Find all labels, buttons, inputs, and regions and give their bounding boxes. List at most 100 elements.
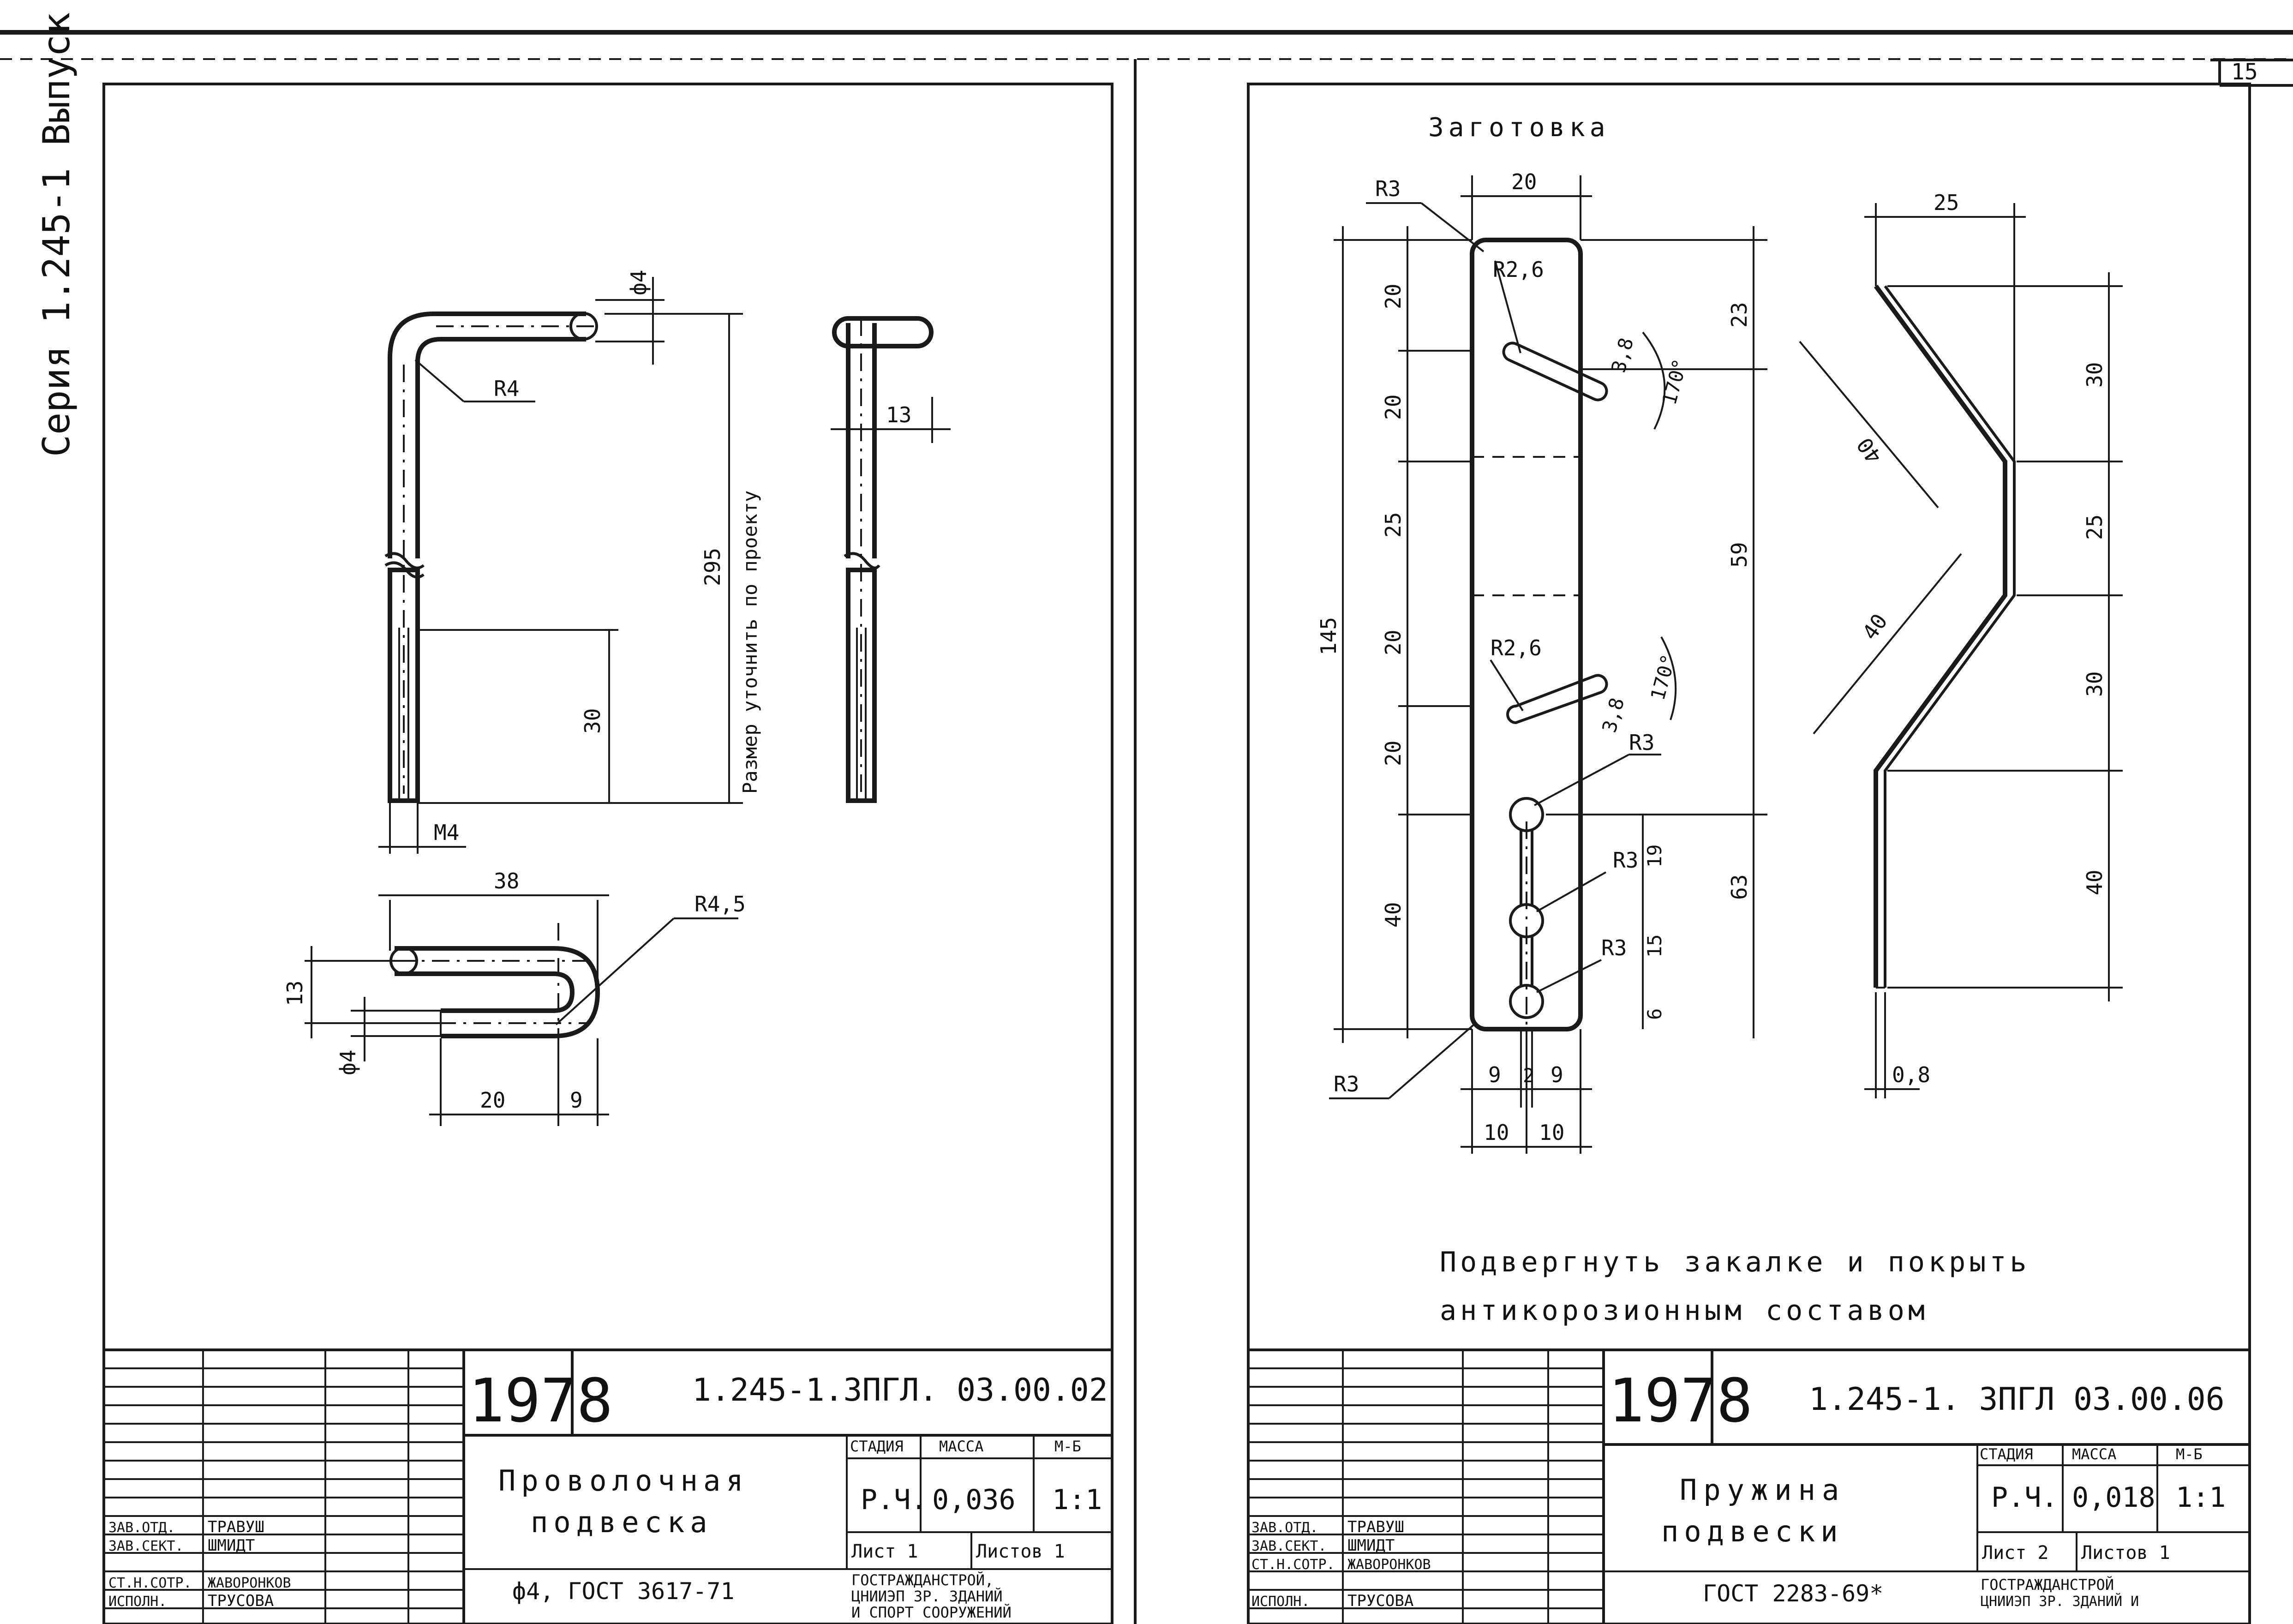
blank-h6: 6 (1643, 1008, 1666, 1020)
blank-h23: 23 (1727, 302, 1752, 328)
left-mass: 0,036 (932, 1484, 1016, 1516)
blank-dim-145: 145 (1316, 617, 1341, 655)
right-col-stage: СТАДИЯ (1980, 1445, 2033, 1463)
blank-r3-a: R3 (1629, 730, 1654, 755)
hanger-front-view (384, 312, 600, 803)
right-sheet: Заготовка 20 R3 R2,6 (1247, 83, 2251, 1624)
blank-s20c: 20 (1381, 630, 1406, 655)
left-role-1: ЗАВ.СЕКТ. (108, 1538, 184, 1554)
dim-h13: 13 (282, 981, 307, 1006)
dim-295: 295 (700, 548, 725, 586)
blank-b10a: 10 (1484, 1120, 1509, 1145)
dim-d4-top: ф4 (626, 270, 651, 295)
blank-s20a: 20 (1381, 284, 1406, 309)
left-stage: Р.Ч. (861, 1484, 928, 1516)
spring-profile-dims: 25 30 25 30 40 40 40 0,8 (1799, 190, 2123, 1098)
blank-r26-mid: R2,6 (1491, 635, 1542, 660)
blank-title: Заготовка (1428, 113, 1610, 143)
right-sheets-total: Листов 1 (2081, 1542, 2170, 1564)
blank-h15: 15 (1643, 934, 1666, 958)
left-sheet-no: Лист 1 (851, 1541, 918, 1562)
left-sheets-total: Листов 1 (976, 1541, 1065, 1562)
blank-r3-bot: R3 (1334, 1072, 1359, 1097)
right-col-scale: М-Б (2176, 1445, 2203, 1463)
blank-h19: 19 (1643, 844, 1666, 868)
blank-h59: 59 (1727, 542, 1752, 568)
dim-m4: M4 (434, 820, 459, 845)
right-stamp-year: 1978 (1608, 1366, 1753, 1436)
left-scale: 1:1 (1052, 1484, 1102, 1516)
left-title-block: ЗАВ.ОТД. ЗАВ.СЕКТ. СТ.Н.СОТР. ИСПОЛН. ТР… (104, 1348, 1112, 1624)
blank-b9b: 9 (1551, 1062, 1563, 1087)
dim-w20: 20 (480, 1088, 505, 1113)
right-material: ГОСТ 2283-69* (1703, 1580, 1883, 1607)
right-name-1: ШМИДТ (1347, 1536, 1395, 1555)
sheet-border (0, 30, 2293, 1624)
left-org-1: ГОСТРАЖДАНСТРОЙ, (851, 1571, 994, 1589)
right-name-2: ЖАВОРОНКОВ (1347, 1557, 1431, 1573)
blank-b10b: 10 (1539, 1120, 1564, 1145)
left-col-scale: М-Б (1054, 1438, 1081, 1455)
dim-w13: 13 (886, 402, 911, 427)
profile-v25: 25 (2082, 515, 2107, 540)
blank-s20d: 20 (1381, 741, 1406, 766)
profile-w25: 25 (1934, 190, 1959, 215)
size-note: Размер уточнить по проекту (739, 491, 761, 794)
right-name-3: ТРУСОВА (1347, 1592, 1413, 1610)
right-frame (1247, 83, 2251, 1624)
right-scale: 1:1 (2176, 1481, 2226, 1514)
right-role-1: ЗАВ.СЕКТ. (1251, 1538, 1327, 1554)
hanger-plan-view (389, 923, 600, 1061)
left-name-0: ТРАВУШ (208, 1518, 264, 1536)
dim-w38: 38 (494, 869, 519, 893)
blank-r26-top: R2,6 (1493, 257, 1544, 282)
blank-r3-b: R3 (1613, 848, 1638, 873)
right-col-mass: МАССА (2072, 1445, 2116, 1463)
right-sheet-no: Лист 2 (1982, 1542, 2049, 1564)
profile-v30b: 30 (2082, 671, 2107, 697)
left-col-mass: МАССА (939, 1438, 983, 1455)
left-stamp-code: 1.245-1.3ПГЛ. 03.00.02 (692, 1372, 1108, 1408)
right-role-2: СТ.Н.СОТР. (1251, 1557, 1335, 1573)
profile-d40a: 40 (1852, 433, 1887, 468)
blank-h63: 63 (1727, 875, 1752, 900)
hanger-plan-dims: 38 R4,5 13 ф4 20 9 (282, 869, 746, 1126)
blank-s25: 25 (1381, 512, 1406, 538)
right-org-2: ЦНИИЭП ЗР. ЗДАНИЙ И (1981, 1593, 2139, 1610)
left-col-stage: СТАДИЯ (850, 1438, 904, 1455)
left-sheet: ф4 R4 295 Размер уточнить по проекту 30 … (102, 83, 1114, 1624)
right-title-block: ЗАВ.ОТД. ЗАВ.СЕКТ. СТ.Н.СОТР. ИСПОЛН. ТР… (1248, 1348, 2250, 1624)
dim-d4-bot: ф4 (335, 1050, 360, 1075)
treatment-note-1: Подвергнуть закалке и покрыть (1440, 1246, 2030, 1278)
right-role-3: ИСПОЛН. (1251, 1594, 1310, 1610)
right-stamp-code: 1.245-1. 3ПГЛ 03.00.06 (1809, 1381, 2225, 1418)
left-role-0: ЗАВ.ОТД. (108, 1520, 175, 1536)
profile-d40b: 40 (1857, 609, 1892, 644)
left-stamp-year: 1978 (468, 1366, 613, 1436)
page-number: 15 (2231, 59, 2258, 85)
blank-w38b: 3,8 (1598, 695, 1628, 735)
hanger-front-dims: ф4 R4 295 Размер уточнить по проекту 30 … (378, 270, 761, 854)
right-role-0: ЗАВ.ОТД. (1251, 1520, 1318, 1536)
blank-r3-c: R3 (1601, 935, 1627, 960)
right-part-name-2: подвески (1661, 1515, 1844, 1548)
left-name-1: ШМИДТ (208, 1536, 255, 1555)
blank-r3-top: R3 (1375, 176, 1401, 201)
profile-v30a: 30 (2082, 362, 2107, 388)
left-role-3: ИСПОЛН. (108, 1594, 167, 1610)
left-part-name-2: подвеска (531, 1505, 713, 1539)
left-material: ф4, ГОСТ 3617-71 (512, 1578, 735, 1605)
right-org-1: ГОСТРАЖДАНСТРОЙ (1981, 1576, 2114, 1594)
dim-r45: R4,5 (694, 892, 746, 917)
blank-s40: 40 (1381, 902, 1406, 928)
right-stage: Р.Ч. (1991, 1481, 2058, 1514)
profile-t08: 0,8 (1892, 1062, 1930, 1087)
left-name-3: ТРУСОВА (208, 1592, 274, 1610)
blank-s20b: 20 (1381, 395, 1406, 420)
right-part-name-1: Пружина (1680, 1473, 1845, 1507)
hanger-side-view: 13 (831, 316, 951, 803)
left-frame (102, 83, 1114, 1624)
blank-b2: 2 (1523, 1064, 1534, 1087)
blank-a170a: 170° (1658, 356, 1692, 407)
blank-b9a: 9 (1488, 1062, 1501, 1087)
